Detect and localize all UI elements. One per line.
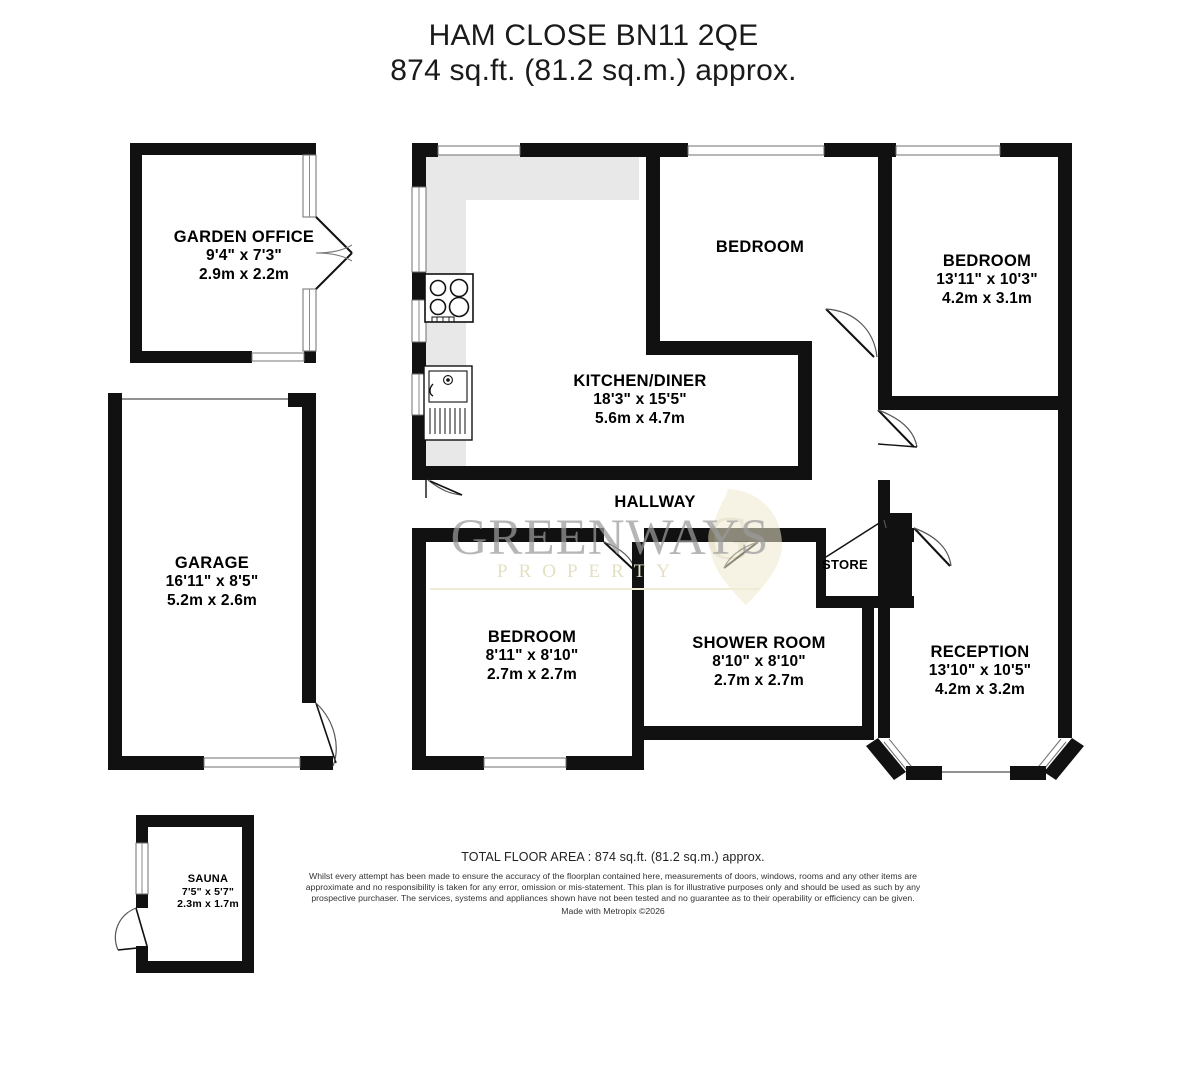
room-label-garden-office: GARDEN OFFICE 9'4" x 7'3" 2.9m x 2.2m bbox=[115, 228, 373, 284]
room-label-bedroom-right: BEDROOM 13'11" x 10'3" 4.2m x 3.1m bbox=[882, 252, 1092, 308]
room-dim-imperial: 9'4" x 7'3" bbox=[206, 247, 282, 265]
plan-heading: HAM CLOSE BN11 2QE 874 sq.ft. (81.2 sq.m… bbox=[0, 18, 1187, 88]
room-label-shower-room: SHOWER ROOM 8'10" x 8'10" 2.7m x 2.7m bbox=[655, 634, 863, 690]
room-label-kitchen-diner: KITCHEN/DINER 18'3" x 15'5" 5.6m x 4.7m bbox=[520, 372, 760, 428]
garage-structure bbox=[108, 393, 337, 770]
room-name: SHOWER ROOM bbox=[692, 634, 826, 652]
room-dim-metric: 4.2m x 3.1m bbox=[941, 289, 1033, 307]
disclaimer-text: Whilst every attempt has been made to en… bbox=[305, 871, 921, 904]
room-label-store: STORE bbox=[800, 557, 890, 572]
garden-office-double-doors bbox=[251, 154, 353, 362]
bottom-bedroom-structure bbox=[412, 542, 644, 770]
plan-footer: TOTAL FLOOR AREA : 874 sq.ft. (81.2 sq.m… bbox=[293, 850, 933, 917]
room-name: HALLWAY bbox=[614, 493, 696, 511]
main-dwelling-structure bbox=[411, 143, 1084, 780]
room-name: GARAGE bbox=[174, 554, 250, 572]
room-name: KITCHEN/DINER bbox=[573, 372, 707, 390]
room-dim-imperial: 7'5" x 5'7" bbox=[181, 885, 235, 898]
room-dim-imperial: 8'11" x 8'10" bbox=[485, 647, 579, 665]
room-name: GARDEN OFFICE bbox=[173, 228, 315, 246]
room-name: BEDROOM bbox=[487, 628, 577, 646]
room-label-bedroom-top: BEDROOM bbox=[660, 238, 860, 257]
room-label-bedroom-bottom: BEDROOM 8'11" x 8'10" 2.7m x 2.7m bbox=[432, 628, 632, 684]
page-title: HAM CLOSE BN11 2QE bbox=[428, 19, 759, 52]
garden-office-structure bbox=[130, 143, 353, 363]
room-label-reception: RECEPTION 13'10" x 10'5" 4.2m x 3.2m bbox=[875, 643, 1085, 699]
room-name: STORE bbox=[821, 557, 869, 572]
room-dim-imperial: 16'11" x 8'5" bbox=[165, 573, 259, 591]
room-dim-metric: 5.6m x 4.7m bbox=[594, 409, 686, 427]
reception-structure bbox=[866, 410, 1084, 780]
room-dim-metric: 5.2m x 2.6m bbox=[166, 591, 258, 609]
room-name: RECEPTION bbox=[930, 643, 1030, 661]
store-structure bbox=[816, 480, 914, 608]
room-dim-imperial: 13'10" x 10'5" bbox=[928, 662, 1032, 680]
room-label-hallway: HALLWAY bbox=[570, 493, 740, 512]
room-dim-imperial: 8'10" x 8'10" bbox=[712, 653, 806, 671]
kitchen-sink-icon bbox=[423, 365, 473, 441]
room-name: BEDROOM bbox=[942, 252, 1032, 270]
room-name: BEDROOM bbox=[715, 238, 805, 256]
room-dim-imperial: 13'11" x 10'3" bbox=[936, 271, 1038, 289]
room-dim-metric: 2.7m x 2.7m bbox=[486, 665, 578, 683]
room-dim-metric: 2.9m x 2.2m bbox=[198, 265, 290, 283]
room-dim-metric: 2.3m x 1.7m bbox=[177, 898, 239, 911]
room-label-sauna: SAUNA 7'5" x 5'7" 2.3m x 1.7m bbox=[128, 873, 288, 911]
room-dim-metric: 4.2m x 3.2m bbox=[934, 680, 1026, 698]
sauna-structure bbox=[114, 815, 254, 973]
room-dim-metric: 2.7m x 2.7m bbox=[713, 671, 805, 689]
room-label-garage: GARAGE 16'11" x 8'5" 5.2m x 2.6m bbox=[97, 554, 327, 610]
total-floor-area: TOTAL FLOOR AREA : 874 sq.ft. (81.2 sq.m… bbox=[461, 850, 765, 864]
page-subtitle: 874 sq.ft. (81.2 sq.m.) approx. bbox=[390, 54, 797, 87]
made-with-text: Made with Metropix ©2026 bbox=[561, 905, 665, 916]
room-name: SAUNA bbox=[187, 873, 229, 885]
room-dim-imperial: 18'3" x 15'5" bbox=[593, 391, 687, 409]
cooker-hob-icon bbox=[424, 273, 474, 323]
